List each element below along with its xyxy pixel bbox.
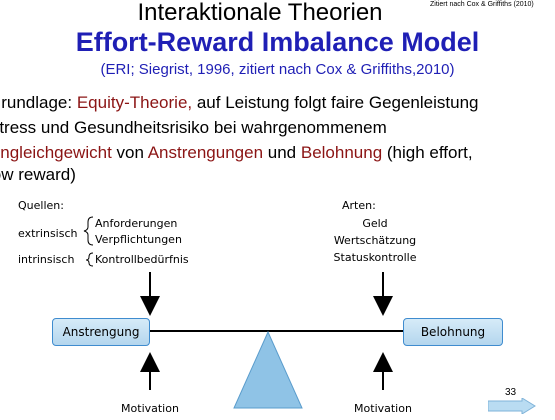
bullet-line-2: Stress und Gesundheitsrisiko bei wahrgen… — [0, 118, 387, 137]
page-number: 33 — [505, 387, 517, 398]
text-fairness: auf Leistung folgt faire Gegenleistung — [192, 93, 479, 112]
text-belohnung: Belohnung — [300, 143, 383, 162]
extrinsic-item-2: Verpflichtungen — [95, 233, 182, 246]
text-ungleichgewicht: Ungleichgewicht — [0, 143, 112, 162]
slide-title: Interaktionale Theorien — [137, 0, 383, 26]
text-und: und — [263, 143, 301, 162]
text-anstrengungen: Anstrengungen — [147, 143, 264, 162]
slide-subtitle: Effort-Reward Imbalance Model — [75, 27, 480, 57]
reward-box: Belohnung — [403, 318, 503, 346]
next-slide-arrow-icon[interactable] — [488, 398, 536, 414]
type-appreciation: Wertschätzung — [333, 234, 417, 247]
intrinsic-label: intrinsisch — [18, 253, 75, 266]
extrinsic-brace — [83, 216, 94, 246]
intrinsic-item-1: Kontrollbedürfnis — [95, 253, 189, 266]
type-status-control: Statuskontrolle — [333, 251, 417, 264]
types-heading: Arten: — [342, 199, 376, 212]
text-grundlage: Grundlage: — [0, 93, 73, 112]
bullet-line-4: low reward) — [0, 165, 76, 184]
bullet-line-3: Ungleichgewicht von Anstrengungen und Be… — [0, 142, 473, 164]
extrinsic-item-1: Anforderungen — [95, 217, 178, 230]
type-money: Geld — [362, 217, 388, 230]
sources-heading: Quellen: — [18, 199, 64, 212]
motivation-right: Motivation — [354, 402, 412, 415]
text-von: von — [111, 143, 148, 162]
motivation-left: Motivation — [121, 402, 179, 415]
intrinsic-brace — [85, 252, 94, 267]
fulcrum-triangle — [233, 330, 303, 409]
extrinsic-label: extrinsisch — [18, 227, 78, 240]
text-equity: Equity-Theorie, — [76, 93, 193, 112]
reference-line: (ERI; Siegrist, 1996, zitiert nach Cox &… — [100, 61, 455, 78]
text-high-effort: (high effort, — [382, 143, 473, 162]
bullet-line-1: Grundlage: Equity-Theorie, auf Leistung … — [0, 92, 479, 114]
effort-box: Anstrengung — [52, 318, 150, 346]
citation-top: Zitiert nach Cox & Griffiths (2010) — [430, 1, 534, 8]
